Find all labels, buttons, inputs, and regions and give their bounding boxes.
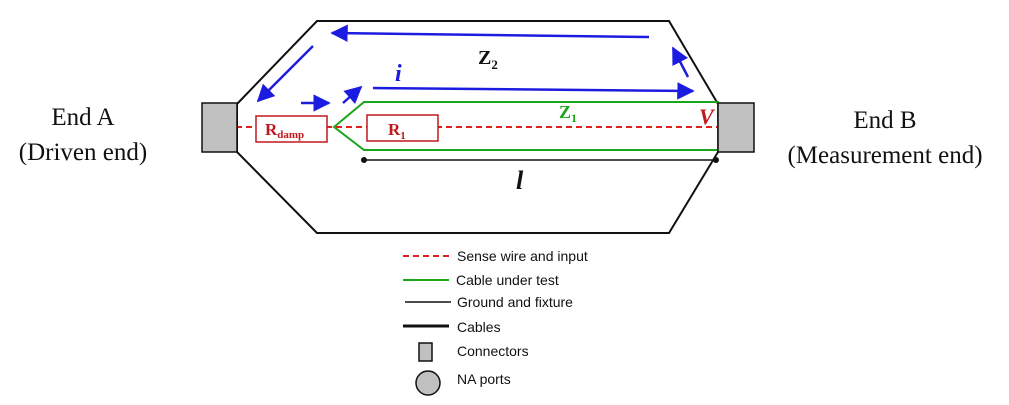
legend-label-na-ports: NA ports [457,371,511,387]
arrow-return-up [671,46,690,78]
length-label: l [516,166,524,195]
current-label: i [395,61,402,87]
end-a-subtitle: (Driven end) [19,139,147,166]
end-b-title: End B [853,107,916,134]
z2-label: Z2 [478,47,498,72]
connector-end-a [201,102,238,153]
r-damp-label: Rdamp [265,120,304,141]
resistor-r-damp [255,115,328,143]
legend-label-sense-wire: Sense wire and input [457,248,588,264]
arrow-return-down [256,45,314,103]
voltage-label: V [699,104,716,129]
r1-label: R1 [388,120,406,142]
connector-end-b [717,102,755,153]
end-b-subtitle: (Measurement end) [787,142,982,169]
arrow-into-cable-2 [342,85,363,105]
resistor-r1 [366,114,439,142]
legend-label-connectors: Connectors [457,343,529,359]
arrow-return-top [330,24,650,42]
length-endpoint-left [361,157,367,163]
legend-label-cables: Cables [457,319,501,335]
legend-label-cable-under-test: Cable under test [456,272,559,288]
length-endpoint-right [713,157,719,163]
end-a-title: End A [51,104,114,131]
legend-label-ground: Ground and fixture [457,294,573,310]
arrow-along-cable [372,82,695,100]
z1-label: Z1 [559,102,577,125]
legend-swatch-connector [418,342,433,362]
legend: Sense wire and input Cable under test Gr… [403,248,588,396]
legend-swatch-na-port [415,370,441,396]
